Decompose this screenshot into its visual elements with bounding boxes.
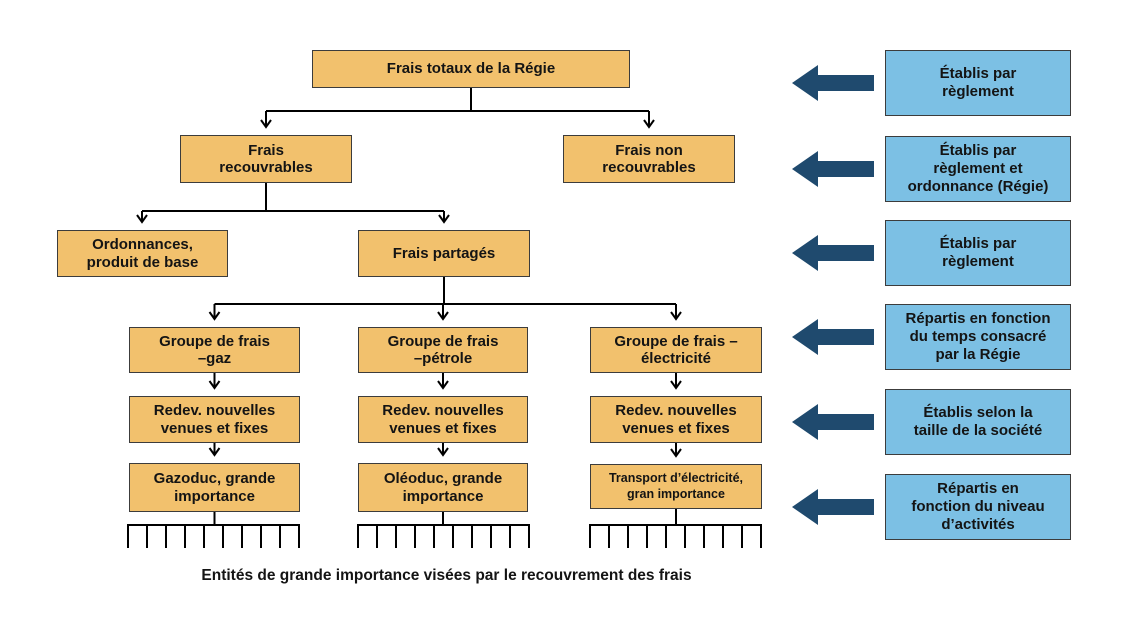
- left-arrow-icon: [792, 489, 874, 525]
- node-frais-non-recouvrables: Frais non recouvrables: [563, 135, 735, 183]
- node-gazoduc-grande-importance: Gazoduc, grande importance: [129, 463, 300, 512]
- node-redevances-electricite: Redev. nouvelles venues et fixes: [590, 396, 762, 443]
- node-frais-totaux: Frais totaux de la Régie: [312, 50, 630, 88]
- annotation-repartis-niveau-activites: Répartis en fonction du niveau d’activit…: [885, 474, 1071, 540]
- annotation-etablis-par-reglement-2: Établis par règlement: [885, 220, 1071, 286]
- node-transport-electricite: Transport d’électricité, gran importance: [590, 464, 762, 509]
- node-oleoduc-grande-importance: Oléoduc, grande importance: [358, 463, 528, 512]
- left-arrow-icon: [792, 404, 874, 440]
- left-arrow-icon: [792, 235, 874, 271]
- node-groupe-frais-electricite: Groupe de frais – électricité: [590, 327, 762, 373]
- node-frais-partages: Frais partagés: [358, 230, 530, 277]
- annotation-etablis-taille-societe: Établis selon la taille de la société: [885, 389, 1071, 455]
- node-groupe-frais-gaz: Groupe de frais –gaz: [129, 327, 300, 373]
- node-redevances-gaz: Redev. nouvelles venues et fixes: [129, 396, 300, 443]
- entity-comb-marks: [127, 524, 762, 548]
- annotation-reglement-et-ordonnance: Établis par règlement et ordonnance (Rég…: [885, 136, 1071, 202]
- node-redevances-petrole: Redev. nouvelles venues et fixes: [358, 396, 528, 443]
- node-groupe-frais-petrole: Groupe de frais –pétrole: [358, 327, 528, 373]
- caption: Entités de grande importance visées par …: [201, 567, 692, 584]
- left-arrow-icon: [792, 65, 874, 101]
- node-ordonnances-produit-de-base: Ordonnances, produit de base: [57, 230, 228, 277]
- left-arrow-icon: [792, 151, 874, 187]
- left-arrow-icon: [792, 319, 874, 355]
- annotation-repartis-temps-consacre: Répartis en fonction du temps consacré p…: [885, 304, 1071, 370]
- node-frais-recouvrables: Frais recouvrables: [180, 135, 352, 183]
- annotation-etablis-par-reglement-1: Établis par règlement: [885, 50, 1071, 116]
